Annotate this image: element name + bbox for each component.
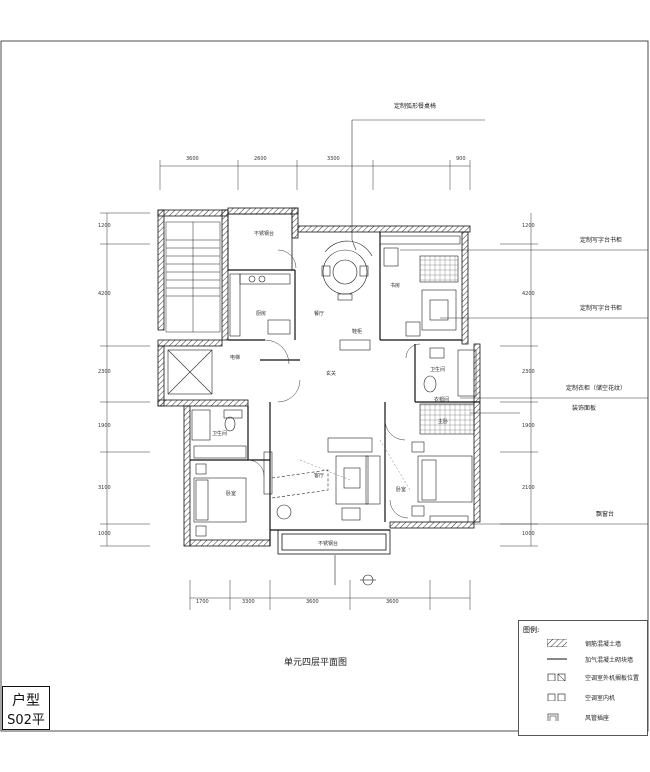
bedroom-left-furniture (193, 445, 247, 537)
study-furniture (379, 235, 461, 337)
legend-item-duct-socket: 风管插座 (519, 711, 647, 725)
dim-right-1: 1200 (522, 223, 535, 229)
north-marker (334, 555, 376, 586)
dim-bottom-4: 3600 (386, 599, 399, 605)
sheet-border (0, 40, 649, 732)
unit-badge: 户型 S02平 (2, 686, 50, 730)
room-study: 书房 (390, 283, 401, 289)
view-lines (299, 439, 411, 491)
legend-item-ac-outdoor: 空调室外机搁板位置 (519, 671, 647, 685)
legend-item-block-wall: 加气混凝土砌块墙 (519, 653, 647, 667)
door-swings (247, 249, 421, 519)
dim-bottom-3: 3600 (306, 599, 319, 605)
dim-bottom-2: 3300 (242, 599, 255, 605)
dimension-top (159, 160, 471, 190)
room-hall: 玄关 (326, 371, 337, 377)
dimension-right (500, 213, 538, 547)
dimension-bottom (189, 580, 471, 610)
callout-panel: 装饰面板 (572, 405, 597, 412)
dim-left-1: 1200 (98, 223, 111, 229)
kitchen-fixtures (229, 273, 291, 337)
room-kitchen: 厨房 (256, 311, 267, 317)
legend: 图例: 钢筋混凝土墙 加气混凝土砌块墙 空调室外机搁板位置 空调室内机 风管插座 (518, 620, 648, 736)
room-bedroom-right: 卧室 (396, 487, 407, 493)
dim-top-4: 900 (456, 156, 466, 162)
legend-item-rc-wall: 钢筋混凝土墙 (519, 637, 647, 651)
callout-desk-2: 定制写字台书柜 (580, 305, 623, 312)
dim-left-5: 3100 (98, 485, 111, 491)
room-closet: 衣帽间 (434, 397, 450, 403)
dim-right-4: 1900 (522, 423, 535, 429)
bedroom-right-furniture (411, 441, 473, 523)
dim-top-3: 3300 (327, 156, 340, 162)
ac-outdoor-icon (547, 673, 566, 681)
dining-set (321, 240, 373, 351)
rc-wall-symbol (547, 639, 567, 647)
bathroom-fixtures (419, 347, 477, 435)
dim-right-3: 2300 (522, 369, 535, 375)
dim-top-1: 3600 (186, 156, 199, 162)
room-bedroom-left: 卧室 (226, 491, 237, 497)
dim-left-6: 1000 (98, 531, 111, 537)
dimension-left (100, 212, 150, 547)
dim-left-4: 1900 (98, 423, 111, 429)
room-master-bedroom: 主卧 (438, 419, 449, 425)
stairwell (165, 221, 221, 333)
room-balcony-top: 不锈钢台 (254, 231, 275, 237)
block-wall-symbol (547, 658, 567, 660)
dim-right-2: 4200 (522, 291, 535, 297)
unit-badge-line1: 户型 (12, 693, 40, 709)
legend-item-label: 空调室内机 (585, 695, 616, 702)
dim-bottom-1: 1700 (196, 599, 209, 605)
duct-socket-icon (547, 713, 559, 721)
legend-item-label: 加气混凝土砌块墙 (585, 657, 634, 664)
room-shoe-cabinet: 鞋柜 (352, 329, 363, 335)
ac-indoor-icon (547, 693, 566, 701)
legend-item-label: 风管插座 (585, 715, 610, 722)
dim-left-2: 4200 (98, 291, 111, 297)
legend-title: 图例: (523, 626, 540, 634)
structural-walls (157, 207, 481, 547)
living-furniture (263, 437, 381, 521)
balconies (227, 213, 391, 555)
legend-item-label: 钢筋混凝土墙 (585, 641, 622, 648)
legend-item-label: 空调室外机搁板位置 (585, 675, 640, 682)
dim-left-3: 2300 (98, 369, 111, 375)
callout-leaders (351, 119, 648, 525)
unit-badge-line2: S02平 (7, 713, 45, 728)
room-elevator: 电梯 (230, 355, 241, 361)
room-dining: 餐厅 (314, 311, 325, 317)
legend-item-ac-indoor: 空调室内机 (519, 691, 647, 705)
elevator-shaft (167, 349, 213, 395)
callout-dining-table: 定制弧形餐桌椅 (394, 103, 437, 110)
callout-wardrobe: 定制衣柜（储空花纹） (566, 385, 627, 392)
callout-desk-1: 定制写字台书柜 (580, 237, 623, 244)
dim-right-5: 2100 (522, 485, 535, 491)
dim-right-6: 1000 (522, 531, 535, 537)
callout-bay-window: 飘窗台 (596, 511, 615, 518)
dim-top-2: 2600 (254, 156, 267, 162)
room-wash: 卫生间 (212, 431, 228, 437)
room-balcony-bottom: 不锈钢台 (318, 541, 339, 547)
room-bathroom: 卫生间 (430, 367, 446, 373)
bathroom-left-fixtures (191, 409, 243, 441)
plan-title: 单元四层平面图 (284, 658, 348, 668)
room-living: 客厅 (314, 473, 325, 479)
